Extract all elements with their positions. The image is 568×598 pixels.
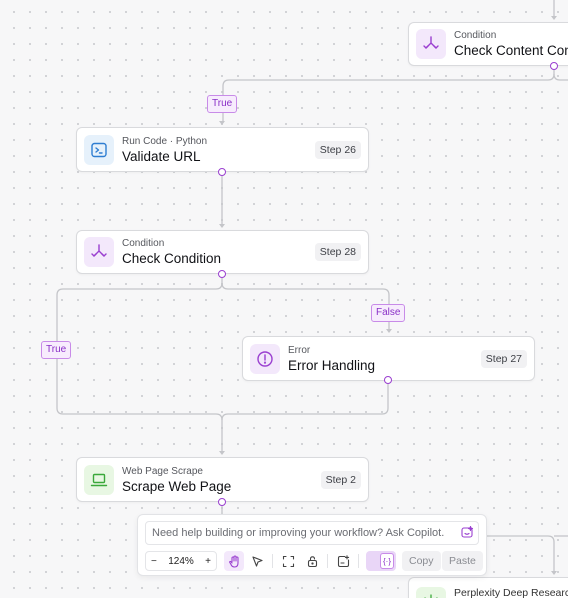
alert-icon	[250, 343, 280, 374]
condition-icon	[416, 29, 446, 59]
select-tool-button[interactable]	[247, 551, 267, 571]
node-title: Validate URL	[122, 148, 201, 164]
fit-view-button[interactable]	[278, 551, 298, 571]
add-note-button[interactable]	[333, 551, 353, 571]
node-subtitle: Condition	[122, 238, 165, 249]
toolbar-divider	[327, 554, 328, 568]
copilot-panel: − 124% +	[137, 514, 487, 576]
node-check-content-condition[interactable]: Condition Check Content Conc	[408, 22, 568, 66]
node-subtitle: Web Page Scrape	[122, 465, 203, 477]
lock-button[interactable]	[302, 551, 322, 571]
zoom-in-button[interactable]: +	[205, 555, 211, 567]
edge-merge-join	[215, 413, 223, 421]
edge-condition-false-right	[221, 282, 390, 331]
step-badge: Step 26	[314, 140, 361, 159]
edge-perplexity-in	[487, 535, 555, 573]
sparkle-icon[interactable]	[461, 525, 474, 544]
port-check-condition-out[interactable]	[218, 270, 226, 278]
node-validate-url[interactable]: Run Code · Python Validate URL Step 26	[76, 127, 369, 172]
step-badge: Step 27	[480, 349, 527, 368]
node-title: Scrape Web Page	[122, 478, 232, 494]
zoom-control: − 124% +	[145, 551, 217, 571]
port-scrape-web-page-out[interactable]	[218, 498, 226, 506]
hand-icon	[228, 554, 239, 568]
pan-tool-button[interactable]	[224, 551, 244, 571]
arrow-condition	[219, 224, 225, 228]
variables-toggle[interactable]: {·}	[366, 551, 396, 571]
condition-icon	[84, 237, 114, 267]
port-validate-url-out[interactable]	[218, 168, 226, 176]
edge-error-merge	[221, 381, 389, 453]
node-subtitle: Run Code · Python	[122, 135, 208, 147]
node-title: Check Content Conc	[454, 43, 568, 58]
paste-button[interactable]: Paste	[442, 551, 483, 571]
perplexity-icon	[416, 587, 446, 598]
node-scrape-web-page[interactable]: Web Page Scrape Scrape Web Page Step 2	[76, 457, 369, 502]
arrow-error	[386, 329, 392, 333]
arrow-scrape	[219, 451, 225, 455]
node-subtitle: Error	[288, 344, 311, 356]
node-title: Error Handling	[288, 357, 376, 373]
toolbar-divider	[272, 554, 273, 568]
node-subtitle: Condition	[454, 30, 497, 41]
braces-icon: {·}	[380, 553, 394, 569]
toolbar-divider	[358, 554, 359, 568]
fit-view-icon	[282, 555, 294, 567]
edge-condition-true-left	[56, 278, 223, 415]
port-error-handling-out[interactable]	[384, 376, 392, 384]
laptop-icon	[84, 464, 114, 495]
terminal-icon	[84, 134, 114, 165]
edge-label-false[interactable]: False	[371, 304, 406, 322]
copilot-input[interactable]	[145, 521, 479, 545]
port-check-content-out[interactable]	[550, 62, 558, 70]
node-error-handling[interactable]: Error Error Handling Step 27	[242, 336, 535, 381]
arrow-perplexity	[551, 571, 557, 575]
cursor-icon	[251, 555, 263, 567]
node-title: Perplexity Deep Research	[454, 587, 568, 598]
copy-button[interactable]: Copy	[402, 551, 441, 571]
arrow-top	[551, 16, 557, 20]
arrow-validate	[219, 121, 225, 125]
edge-label-true[interactable]: True	[41, 341, 72, 359]
zoom-out-button[interactable]: −	[151, 555, 157, 567]
zoom-level[interactable]: 124%	[168, 555, 194, 567]
lock-icon	[307, 555, 317, 567]
node-title: Check Condition	[122, 251, 222, 266]
step-badge: Step 28	[314, 243, 361, 261]
edge-label-true[interactable]: True	[207, 95, 238, 113]
node-check-condition[interactable]: Condition Check Condition Step 28	[76, 230, 369, 274]
node-perplexity-deep-research[interactable]: Perplexity Deep Research	[408, 577, 568, 598]
add-note-icon	[337, 554, 349, 567]
edge-check-content-right	[553, 73, 568, 81]
step-badge: Step 2	[320, 470, 361, 489]
edge-check-content-true	[222, 70, 555, 123]
